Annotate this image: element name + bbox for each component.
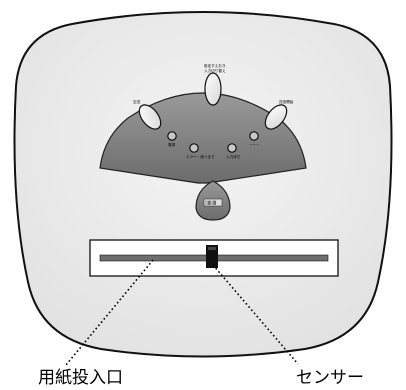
device-body	[13, 11, 393, 358]
badge-text: ░▒░▒	[205, 200, 216, 205]
led-2-label: エラー・紙つまり	[186, 154, 215, 159]
logo-badge: ░▒░▒	[195, 180, 231, 221]
top-button-label-1: 設定すえおき	[204, 63, 226, 68]
sensor-block	[206, 245, 218, 268]
led-3-label: 入力待ち	[226, 154, 241, 159]
led-1-label: 電源	[168, 142, 176, 147]
paper-slot-leader	[65, 259, 154, 366]
sensor-highlight	[208, 247, 216, 250]
sensor-leader	[212, 264, 299, 365]
right-button-label: 送信開始	[279, 99, 294, 104]
left-button-label: 空送	[133, 99, 141, 104]
led-indicators	[167, 131, 259, 153]
paper-slot-callout: 用紙投入口	[38, 368, 123, 388]
led-4-label: ─ ─ ─	[249, 143, 260, 147]
top-button-label-2: 入力切り替え	[204, 68, 226, 73]
sensor-callout: センサー	[296, 368, 364, 388]
right-button[interactable]	[261, 101, 291, 133]
left-button[interactable]	[135, 101, 165, 133]
top-button[interactable]	[204, 72, 222, 106]
